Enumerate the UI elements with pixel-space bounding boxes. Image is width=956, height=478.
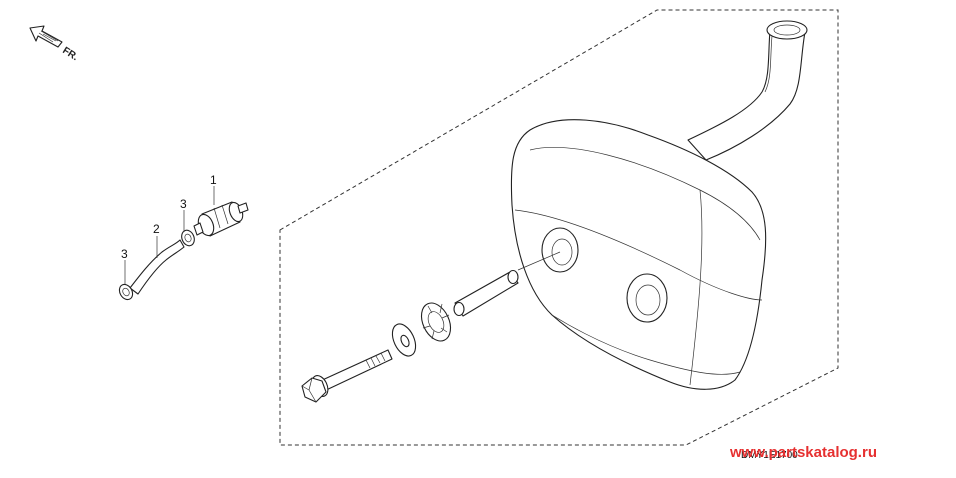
watermark: www.partskatalog.ru <box>729 444 877 461</box>
flange-bolt <box>301 349 393 403</box>
tank-mount-boss <box>541 227 579 273</box>
rubber-grommet <box>420 302 452 342</box>
assembly-boundary <box>279 9 839 446</box>
bolt-thread <box>365 352 386 369</box>
fuel-tank <box>510 20 808 390</box>
flat-washer <box>391 323 417 357</box>
fuel-hose <box>129 239 185 295</box>
callout-2: 2 <box>153 222 160 236</box>
leader-line <box>517 251 561 271</box>
diagram-code: DMY1E1700 <box>741 450 798 461</box>
filler-cap <box>766 20 808 40</box>
callout-3a: 3 <box>180 197 187 211</box>
fuel-pump <box>193 201 249 237</box>
callout-1: 1 <box>210 173 217 187</box>
front-direction-indicator: FR. <box>29 25 80 63</box>
callout-3b: 3 <box>121 247 128 261</box>
spacer-collar <box>453 269 519 317</box>
arrow-icon <box>29 25 63 48</box>
hose-clamp-upper <box>181 229 195 247</box>
filler-neck <box>687 29 806 161</box>
hose-clamp-lower <box>118 283 134 301</box>
tank-body <box>510 119 767 390</box>
direction-label: FR. <box>60 45 80 63</box>
